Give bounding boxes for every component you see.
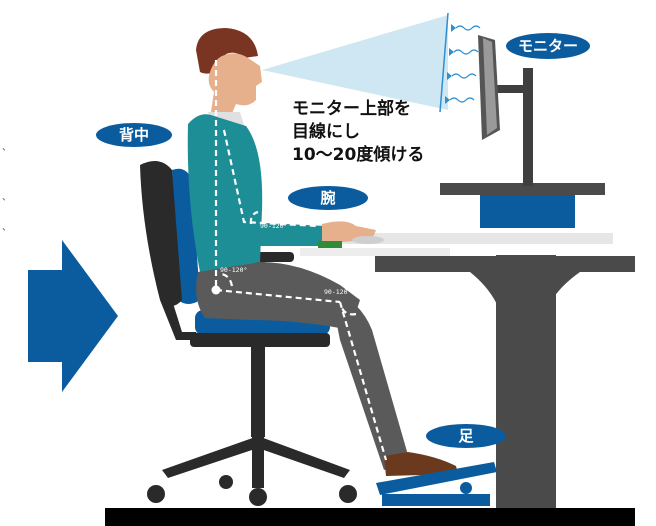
margin-mark: 、 xyxy=(2,223,11,233)
label-arm-text: 腕 xyxy=(320,189,335,207)
label-monitor: モニター xyxy=(506,33,590,59)
caption-line-1: モニター上部を xyxy=(292,98,411,119)
floor xyxy=(105,508,635,526)
label-foot: 足 xyxy=(426,424,506,448)
margin-mark: 、 xyxy=(2,193,11,203)
label-monitor-text: モニター xyxy=(518,37,578,55)
elbow-angle-label: 90-120° xyxy=(260,222,287,230)
desk-icon xyxy=(300,233,635,508)
knee-angle-label: 90-120° xyxy=(324,288,351,296)
caption-line-2: 目線にし xyxy=(292,121,360,142)
label-arm: 腕 xyxy=(288,186,368,210)
caption-line-3: 10〜20度傾ける xyxy=(292,144,424,165)
footrest-icon xyxy=(376,462,497,506)
sight-cone xyxy=(262,12,481,113)
hip-angle-label: 90-120° xyxy=(220,266,247,274)
hip-joint-marker xyxy=(211,285,221,295)
seated-person-icon xyxy=(187,28,458,476)
label-back-text: 背中 xyxy=(119,126,149,144)
right-arrow-icon xyxy=(28,240,118,392)
margin-mark: 、 xyxy=(2,143,11,153)
monitor-icon xyxy=(440,35,605,228)
label-back: 背中 xyxy=(96,123,172,147)
office-chair-icon xyxy=(140,161,357,506)
posture-guide-lines xyxy=(214,60,388,461)
label-foot-text: 足 xyxy=(458,427,474,445)
